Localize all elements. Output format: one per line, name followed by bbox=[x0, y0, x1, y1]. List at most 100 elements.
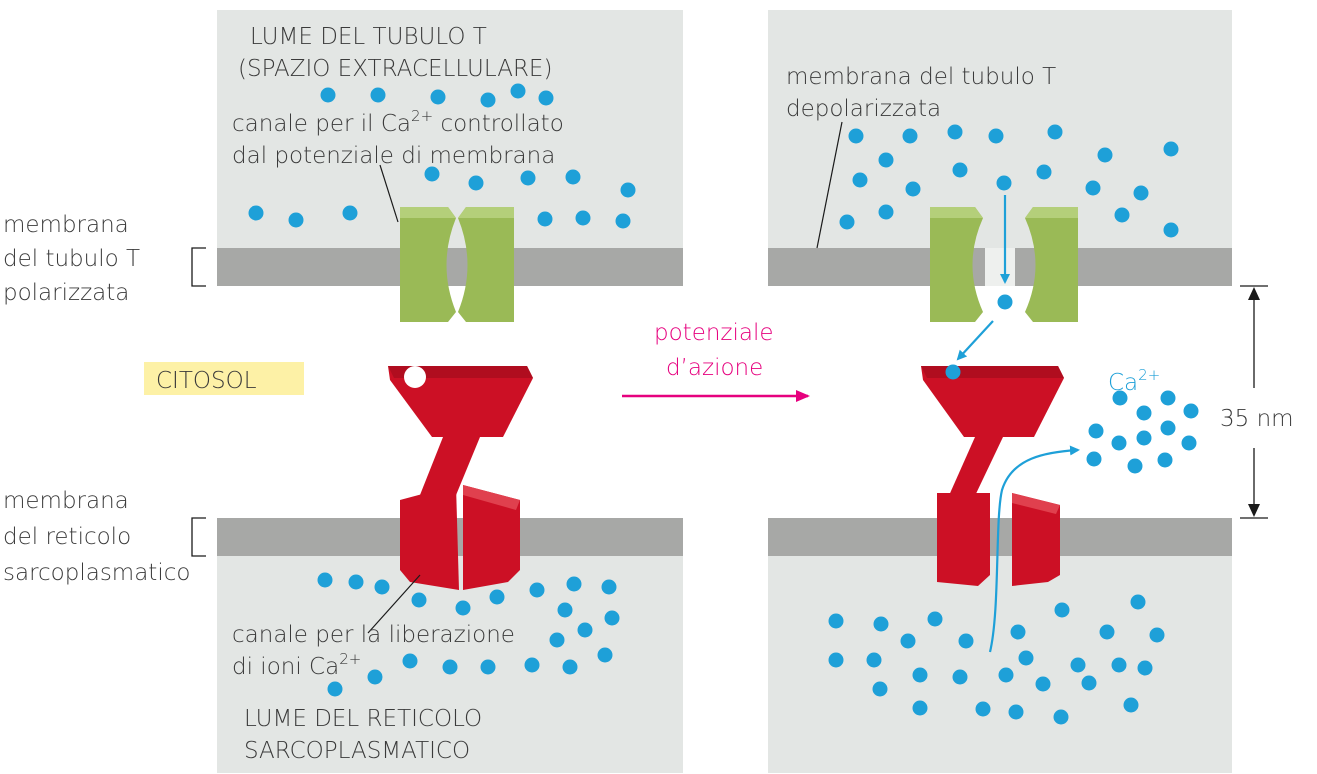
voltage-gated-ca-channel-icon bbox=[400, 207, 514, 322]
calcium-ion-icon bbox=[374, 579, 390, 595]
sr-membrane-right bbox=[768, 518, 1232, 556]
bracket-t-membrane bbox=[191, 247, 206, 287]
calcium-ion-icon bbox=[480, 92, 496, 108]
calcium-ion-icon bbox=[537, 211, 553, 227]
calcium-ion-icon bbox=[852, 172, 868, 188]
calcium-ion-icon bbox=[510, 83, 526, 99]
calcium-ion-icon bbox=[1111, 657, 1127, 673]
lumen-t-label-1: LUME DEL TUBULO T bbox=[250, 24, 487, 50]
calcium-ion-icon bbox=[565, 169, 581, 185]
ca-ions-label: Ca2+ bbox=[1108, 366, 1160, 396]
calcium-ion-icon bbox=[902, 128, 918, 144]
calcium-ion-icon bbox=[604, 610, 620, 626]
distance-label: 35 nm bbox=[1220, 406, 1294, 432]
membrane-t-label-3: polarizzata bbox=[3, 280, 129, 306]
calcium-ion-icon bbox=[912, 667, 928, 683]
calcium-ion-icon bbox=[1085, 180, 1101, 196]
calcium-ion-icon bbox=[442, 659, 458, 675]
calcium-ion-icon bbox=[927, 611, 943, 627]
calcium-ion-icon bbox=[320, 87, 336, 103]
calcium-ion-icon bbox=[524, 657, 540, 673]
calcium-ion-icon bbox=[828, 613, 844, 629]
calcium-ion-icon bbox=[1086, 451, 1102, 467]
ion-to-receptor-arrow bbox=[956, 320, 994, 361]
calcium-ion-icon bbox=[1081, 675, 1097, 691]
release-channel-label-1: canale per la liberazione bbox=[232, 622, 515, 648]
calcium-ion-icon bbox=[1114, 207, 1130, 223]
calcium-ion-icon bbox=[538, 90, 554, 106]
calcium-ions bbox=[248, 83, 1199, 725]
calcium-ion-icon bbox=[1163, 141, 1179, 157]
calcium-ion-icon bbox=[1136, 430, 1152, 446]
distance-indicator bbox=[1240, 285, 1268, 519]
calcium-ion-icon bbox=[411, 592, 427, 608]
calcium-ion-icon bbox=[1133, 185, 1149, 201]
calcium-ion-icon bbox=[1163, 222, 1179, 238]
calcium-ion-icon bbox=[866, 652, 882, 668]
depolarized-label-1: membrana del tubulo T bbox=[786, 64, 1056, 90]
calcium-ion-icon bbox=[615, 213, 631, 229]
calcium-ion-icon bbox=[620, 182, 636, 198]
calcium-ion-icon bbox=[1149, 627, 1165, 643]
open-channel-gap bbox=[985, 248, 1015, 286]
calcium-ion-icon bbox=[1018, 650, 1034, 666]
calcium-ion-icon bbox=[575, 210, 591, 226]
calcium-ion-icon bbox=[562, 659, 578, 675]
calcium-ion-icon bbox=[873, 616, 889, 632]
calcium-ion-icon bbox=[1097, 147, 1113, 163]
calcium-ion-icon bbox=[1112, 390, 1128, 406]
action-potential-label-1: potenziale bbox=[654, 320, 774, 346]
sr-lumen-right bbox=[768, 543, 1232, 773]
calcium-ion-icon bbox=[905, 181, 921, 197]
depolarized-label-2: depolarizzata bbox=[786, 96, 941, 122]
calcium-ion-icon bbox=[878, 152, 894, 168]
calcium-ion-icon bbox=[455, 600, 471, 616]
calcium-ion-icon bbox=[489, 589, 505, 605]
calcium-ion-icon bbox=[1160, 390, 1176, 406]
t-tubule-membrane-left bbox=[217, 248, 683, 286]
ca-release-arrow bbox=[988, 445, 1080, 653]
calcium-ion-icon bbox=[566, 576, 582, 592]
action-potential-label-2: d’azione bbox=[666, 355, 763, 381]
calcium-ion-icon bbox=[480, 659, 496, 675]
calcium-ion-icon bbox=[952, 669, 968, 685]
calcium-ion-icon bbox=[327, 681, 343, 697]
calcium-ion-icon bbox=[402, 653, 418, 669]
calcium-ion-icon bbox=[520, 170, 536, 186]
calcium-ion-icon bbox=[1181, 435, 1197, 451]
membrane-sr-label-1: membrana bbox=[3, 488, 129, 514]
ryanodine-receptor-open-icon bbox=[921, 366, 1064, 586]
calcium-ion-icon bbox=[1157, 452, 1173, 468]
cytosol-label: CITOSOL bbox=[156, 368, 257, 394]
calcium-ion-icon bbox=[1137, 660, 1153, 676]
calcium-ion-icon bbox=[367, 669, 383, 685]
calcium-ion-icon bbox=[1088, 423, 1104, 439]
voltage-gated-ca-channel-open-icon bbox=[930, 207, 1078, 322]
pointer-release-channel bbox=[367, 574, 421, 634]
membrane-t-label-1: membrana bbox=[3, 212, 129, 238]
cytosol-box bbox=[144, 362, 304, 395]
calcium-ion-icon bbox=[998, 667, 1014, 683]
calcium-ion-icon bbox=[1053, 709, 1069, 725]
calcium-ion-icon bbox=[952, 162, 968, 178]
calcium-ion-icon bbox=[1130, 594, 1146, 610]
release-channel-label-2: di ioni Ca2+ bbox=[232, 650, 361, 680]
calcium-ion-icon bbox=[997, 294, 1013, 310]
calcium-ion-icon bbox=[1036, 164, 1052, 180]
calcium-ion-icon bbox=[947, 124, 963, 140]
membrane-sr-label-2: del reticolo bbox=[3, 524, 131, 550]
calcium-ion-icon bbox=[370, 87, 386, 103]
calcium-ion-icon bbox=[288, 212, 304, 228]
calcium-ion-icon bbox=[1099, 624, 1115, 640]
calcium-ion-icon bbox=[996, 175, 1012, 191]
calcium-ion-icon bbox=[1160, 420, 1176, 436]
bracket-sr-membrane bbox=[191, 517, 206, 557]
calcium-ion-icon bbox=[1183, 403, 1199, 419]
calcium-ion-icon bbox=[424, 166, 440, 182]
calcium-ion-icon bbox=[1010, 624, 1026, 640]
calcium-ion-icon bbox=[975, 701, 991, 717]
calcium-ion-icon bbox=[912, 700, 928, 716]
ca-channel-label-2: dal potenziale di membrana bbox=[232, 143, 555, 169]
calcium-ion-icon bbox=[958, 633, 974, 649]
